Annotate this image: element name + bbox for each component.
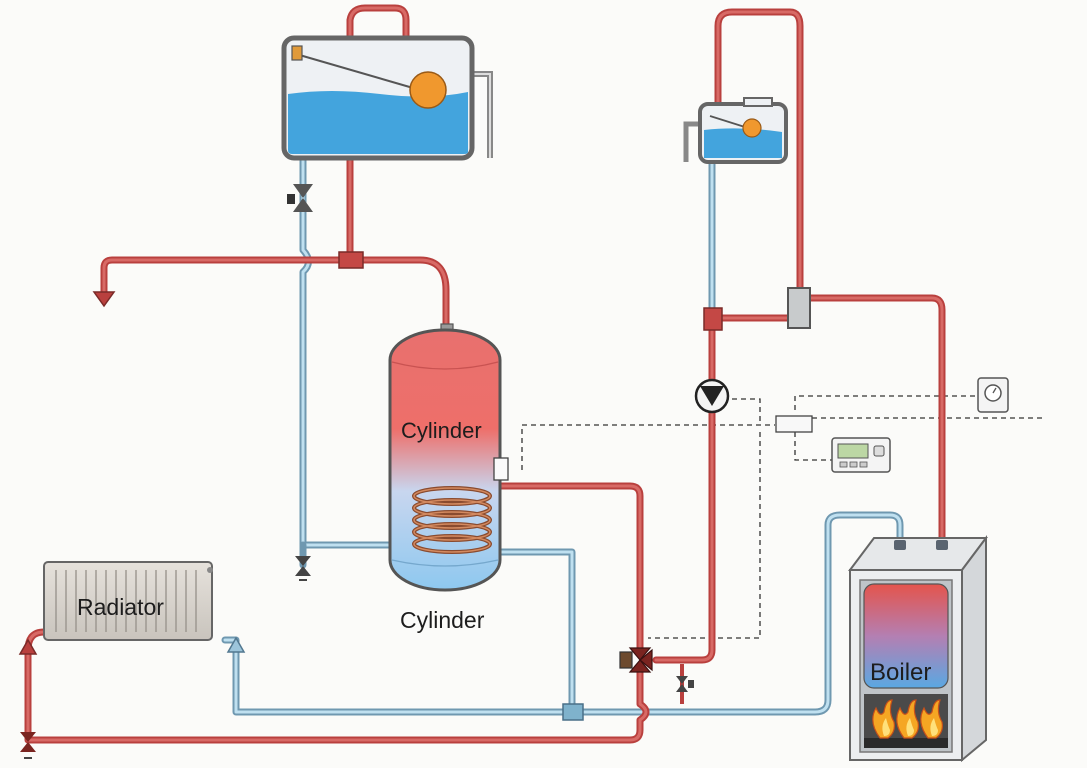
hot-water-outlet-arrow <box>92 291 116 308</box>
float-ball <box>409 71 447 109</box>
valve-icon <box>676 664 694 704</box>
wiring-centre <box>775 415 813 433</box>
cold-water-storage-tank <box>281 35 493 161</box>
pump-icon <box>694 378 730 414</box>
drain-valve-icon <box>295 556 311 581</box>
hot-pipework <box>24 4 946 744</box>
programmer-timer <box>831 437 891 473</box>
boiler <box>848 535 988 763</box>
air-separator <box>787 287 811 329</box>
flame-icon <box>872 699 895 739</box>
drain-valve-icon <box>20 732 36 759</box>
tee-fitting <box>703 307 723 331</box>
flame-icon <box>920 699 943 739</box>
float-ball <box>742 118 762 138</box>
cylinder-thermostat <box>493 457 509 481</box>
feed-and-expansion-tank <box>683 97 788 164</box>
radiator-label: Radiator <box>77 594 164 620</box>
radiator-return-arrow <box>226 636 246 653</box>
three-way-valve-icon <box>619 647 653 673</box>
radiator-flow-arrow <box>18 638 38 655</box>
cylinder-label-lower: Cylinder <box>400 607 485 633</box>
cylinder-label-upper: Cylinder <box>401 418 482 443</box>
hot-water-cylinder <box>388 323 509 592</box>
control-wiring <box>521 395 1042 639</box>
tee-fitting <box>338 251 364 269</box>
flame-icon <box>896 699 919 739</box>
valve-icon <box>287 184 313 212</box>
radiator <box>43 561 213 641</box>
tee-fitting <box>562 703 584 721</box>
room-thermostat <box>977 377 1009 413</box>
boiler-label: Boiler <box>870 659 932 686</box>
